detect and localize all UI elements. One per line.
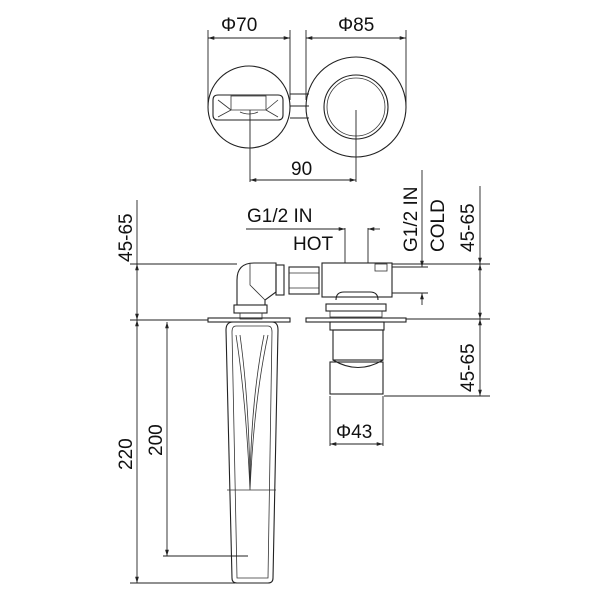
side-view: G1/2 IN HOT G1/2 IN COLD 45-65 45-65 Φ43… bbox=[116, 170, 490, 584]
left-depth-label: 45-65 bbox=[116, 213, 137, 262]
left-plate-diameter-label: Φ70 bbox=[221, 15, 257, 36]
handle-cylinder bbox=[329, 321, 385, 395]
hot-inlet-label: HOT bbox=[293, 234, 334, 255]
right-plate-diameter-label: Φ85 bbox=[338, 15, 374, 36]
spout bbox=[225, 321, 279, 584]
right-bottom-depth-label: 45-65 bbox=[458, 343, 479, 392]
cold-inlet-label: COLD bbox=[428, 199, 449, 252]
top-view: Φ70 Φ85 90 bbox=[207, 15, 407, 182]
hot-inlet-thread-label: G1/2 IN bbox=[247, 206, 312, 227]
right-wall-plate bbox=[305, 317, 407, 323]
lever-handle-top bbox=[212, 94, 284, 121]
hot-elbow-fitting bbox=[233, 262, 320, 320]
valve-body bbox=[321, 262, 393, 318]
spout-total-height-label: 220 bbox=[116, 438, 137, 470]
center-distance-label: 90 bbox=[291, 159, 312, 180]
left-plate-circle bbox=[207, 65, 291, 149]
cold-inlet-thread-label: G1/2 IN bbox=[401, 187, 422, 252]
spout-outlet-height-label: 200 bbox=[146, 424, 167, 456]
handle-diameter-label: Φ43 bbox=[336, 422, 372, 443]
right-top-depth-label: 45-65 bbox=[458, 203, 479, 252]
